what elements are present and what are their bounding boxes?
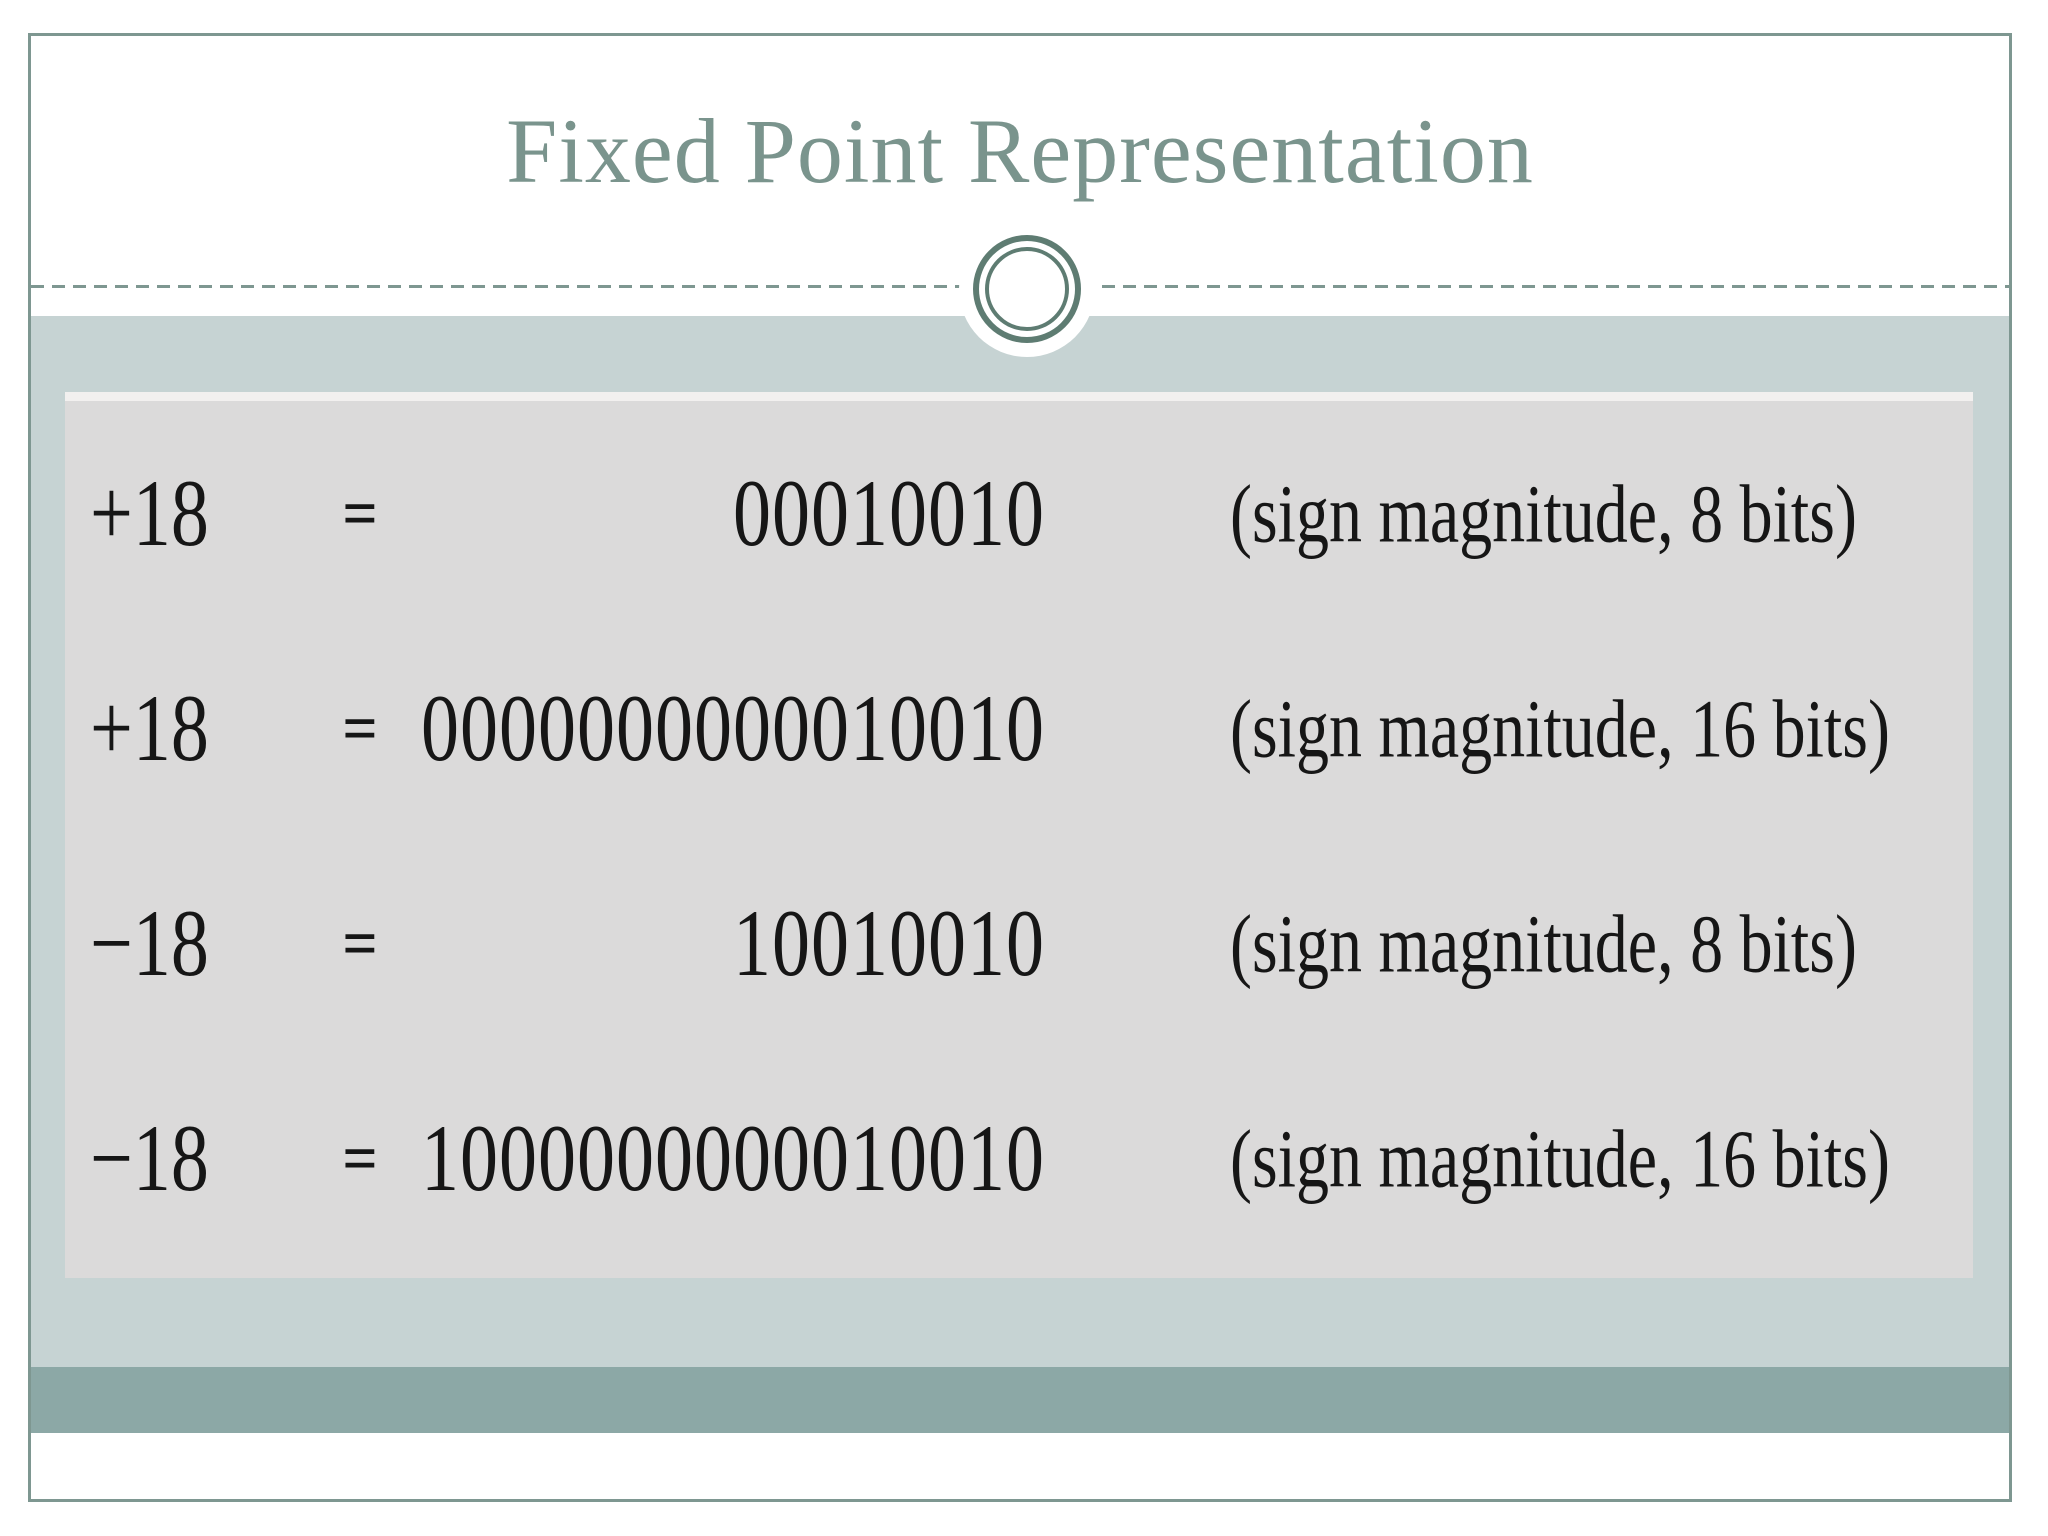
equals-sign: = bbox=[342, 1121, 378, 1197]
decimal-value: −18 bbox=[90, 1106, 209, 1212]
figure-top-edge bbox=[65, 392, 1973, 401]
format-annotation: (sign magnitude, 8 bits) bbox=[1230, 468, 1857, 560]
binary-value: 10010010 bbox=[733, 891, 1045, 997]
format-annotation: (sign magnitude, 16 bits) bbox=[1230, 1113, 1890, 1205]
double-ring-icon bbox=[973, 235, 1081, 343]
figure-rows: +18 = 00010010 (sign magnitude, 8 bits) … bbox=[65, 407, 1973, 1267]
binary-value: 0000000000010010 bbox=[421, 676, 1045, 782]
table-row: +18 = 0000000000010010 (sign magnitude, … bbox=[65, 622, 1973, 837]
decimal-value: +18 bbox=[90, 461, 209, 567]
content-area: +18 = 00010010 (sign magnitude, 8 bits) … bbox=[31, 316, 2009, 1433]
page-title: Fixed Point Representation bbox=[506, 100, 1534, 202]
sign-magnitude-figure: +18 = 00010010 (sign magnitude, 8 bits) … bbox=[65, 392, 1973, 1278]
circle-ornament-icon bbox=[959, 221, 1095, 357]
binary-value: 00010010 bbox=[733, 461, 1045, 567]
table-row: −18 = 10010010 (sign magnitude, 8 bits) bbox=[65, 837, 1973, 1052]
equals-sign: = bbox=[342, 691, 378, 767]
decimal-value: −18 bbox=[90, 891, 209, 997]
slide: Fixed Point Representation +18 = 0001001… bbox=[28, 33, 2012, 1502]
equals-sign: = bbox=[342, 476, 378, 552]
table-row: −18 = 1000000000010010 (sign magnitude, … bbox=[65, 1052, 1973, 1267]
table-row: +18 = 00010010 (sign magnitude, 8 bits) bbox=[65, 407, 1973, 622]
format-annotation: (sign magnitude, 16 bits) bbox=[1230, 683, 1890, 775]
binary-value: 1000000000010010 bbox=[421, 1106, 1045, 1212]
format-annotation: (sign magnitude, 8 bits) bbox=[1230, 898, 1857, 990]
footer-band bbox=[31, 1367, 2009, 1433]
decimal-value: +18 bbox=[90, 676, 209, 782]
equals-sign: = bbox=[342, 906, 378, 982]
